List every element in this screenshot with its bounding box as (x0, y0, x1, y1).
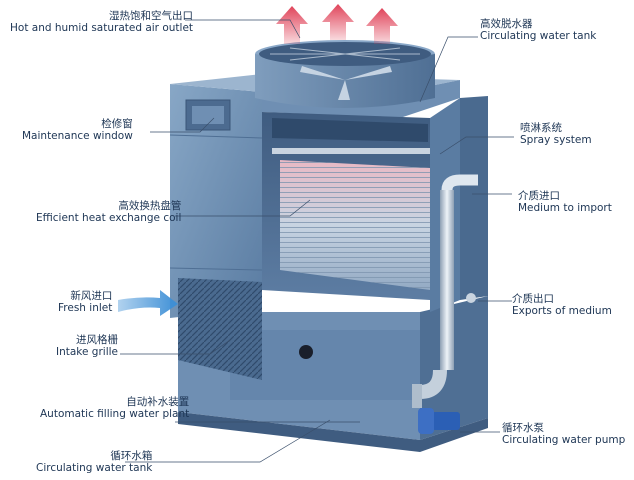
label-fresh-inlet-cn: 新风进口 (70, 290, 113, 302)
spray-pipe (272, 148, 432, 154)
label-spray-system-en: Spray system (520, 134, 592, 146)
label-auto-filling-cn: 自动补水装置 (126, 396, 190, 408)
label-maintenance-window-cn: 检修窗 (101, 118, 133, 130)
label-auto-filling: 自动补水装置 Automatic filling water plant (40, 396, 189, 420)
label-spray-system-cn: 喷淋系统 (520, 122, 562, 134)
label-water-separator-cn: 高效脱水器 (480, 18, 533, 30)
label-medium-import-en: Medium to import (518, 202, 612, 214)
label-intake-grille-cn: 进风格栅 (76, 334, 119, 346)
label-maintenance-window: 检修窗 Maintenance window (22, 118, 133, 142)
label-circulating-tank: 循环水箱 Circulating water tank (36, 450, 152, 474)
label-hot-air-outlet: 湿热饱和空气出口 Hot and humid saturated air out… (10, 10, 193, 34)
label-intake-grille-en: Intake grille (56, 346, 119, 358)
label-circulating-tank-cn: 循环水箱 (110, 450, 153, 462)
maintenance-window (185, 99, 231, 131)
fan-blades (300, 66, 392, 100)
label-circulating-pump-cn: 循环水泵 (502, 422, 544, 434)
tower-left-panel (169, 84, 263, 318)
label-medium-import: 介质进口 Medium to import (518, 190, 612, 214)
tower-right-panel (430, 96, 488, 312)
label-heat-exchange-coil-en: Efficient heat exchange coil (36, 212, 182, 224)
label-medium-export-cn: 介质出口 (512, 293, 554, 305)
label-circulating-pump: 循环水泵 Circulating water pump (502, 422, 625, 446)
label-maintenance-window-en: Maintenance window (22, 130, 133, 142)
label-fresh-inlet-en: Fresh inlet (58, 302, 113, 314)
drift-eliminator (272, 118, 428, 142)
tower-interior (262, 112, 432, 300)
label-hot-air-outlet-en: Hot and humid saturated air outlet (10, 22, 194, 34)
leader-lines (120, 19, 514, 463)
label-circulating-pump-en: Circulating water pump (502, 434, 626, 446)
label-medium-export: 介质出口 Exports of medium (512, 293, 612, 317)
medium-outlet (466, 293, 476, 303)
label-heat-exchange-coil: 高效换热盘管 Efficient heat exchange coil (36, 200, 181, 224)
circulating-pump (418, 408, 460, 434)
label-medium-import-cn: 介质进口 (518, 190, 560, 202)
fan-stack (255, 40, 435, 108)
label-intake-grille: 进风格栅 Intake grille (56, 334, 118, 358)
label-heat-exchange-coil-cn: 高效换热盘管 (118, 200, 182, 212)
medium-pipes (412, 174, 478, 408)
heat-exchange-coil (280, 160, 430, 290)
label-hot-air-outlet-cn: 湿热饱和空气出口 (109, 10, 194, 22)
label-auto-filling-en: Automatic filling water plant (40, 408, 190, 420)
fresh-inlet-arrow (118, 290, 178, 316)
label-medium-export-en: Exports of medium (512, 305, 612, 317)
label-spray-system: 喷淋系统 Spray system (520, 122, 592, 146)
hot-air-arrows (276, 4, 398, 44)
intake-grille (178, 278, 262, 380)
label-water-separator: 高效脱水器 Circulating water tank (480, 18, 596, 42)
float-ball (299, 345, 313, 359)
label-water-separator-en: Circulating water tank (480, 30, 597, 42)
label-fresh-inlet: 新风进口 Fresh inlet (58, 290, 112, 314)
label-circulating-tank-en: Circulating water tank (36, 462, 153, 474)
